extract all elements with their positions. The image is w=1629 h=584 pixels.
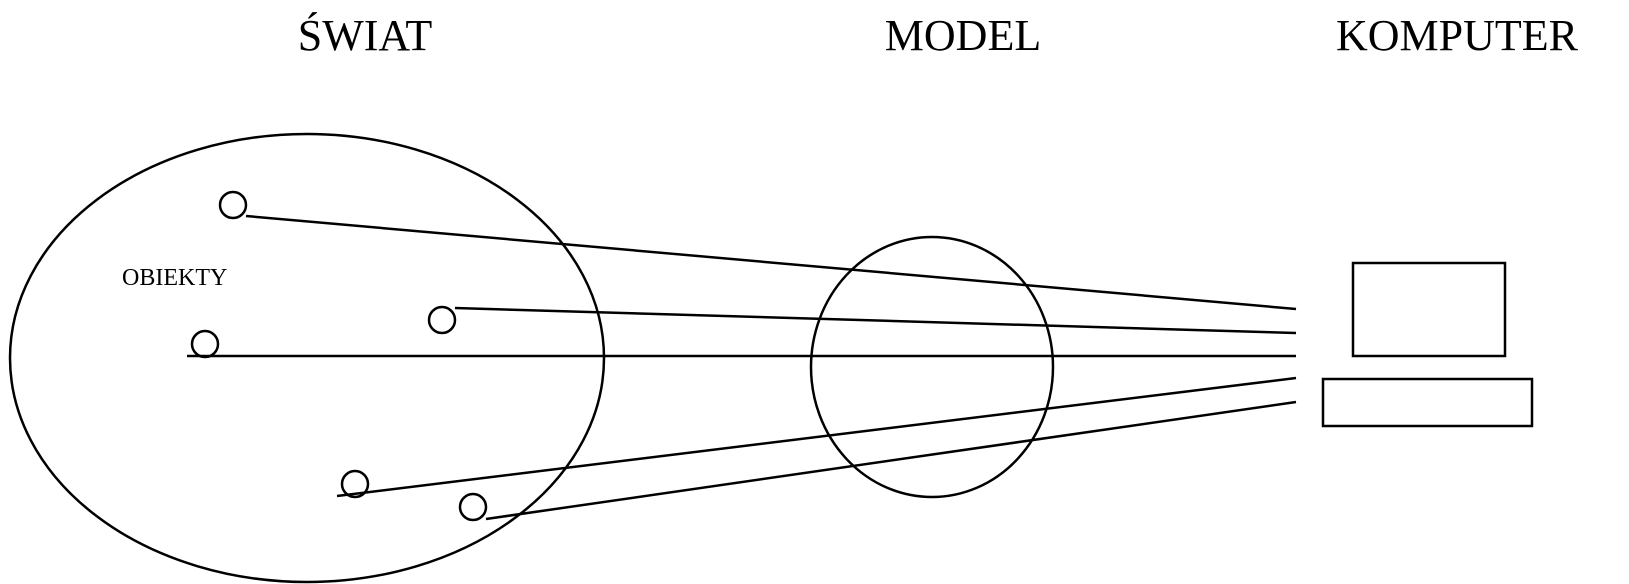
model-ellipse <box>809 235 1055 499</box>
object-circle <box>427 305 457 335</box>
computer-monitor-icon <box>1351 261 1507 358</box>
heading-model: MODEL <box>885 11 1041 60</box>
heading-computer: KOMPUTER <box>1336 11 1579 60</box>
object-circle <box>218 190 248 220</box>
object-circle <box>190 329 220 359</box>
mapping-line <box>454 306 1297 335</box>
mapping-line <box>485 400 1297 521</box>
objects-label: OBIEKTY <box>122 265 227 291</box>
object-circle <box>458 492 488 522</box>
world-ellipse <box>8 132 606 584</box>
object-circle <box>340 469 370 499</box>
mapping-line <box>245 214 1297 311</box>
computer-keyboard-icon <box>1321 377 1534 428</box>
heading-world: ŚWIAT <box>298 11 433 60</box>
mapping-line <box>336 376 1297 498</box>
